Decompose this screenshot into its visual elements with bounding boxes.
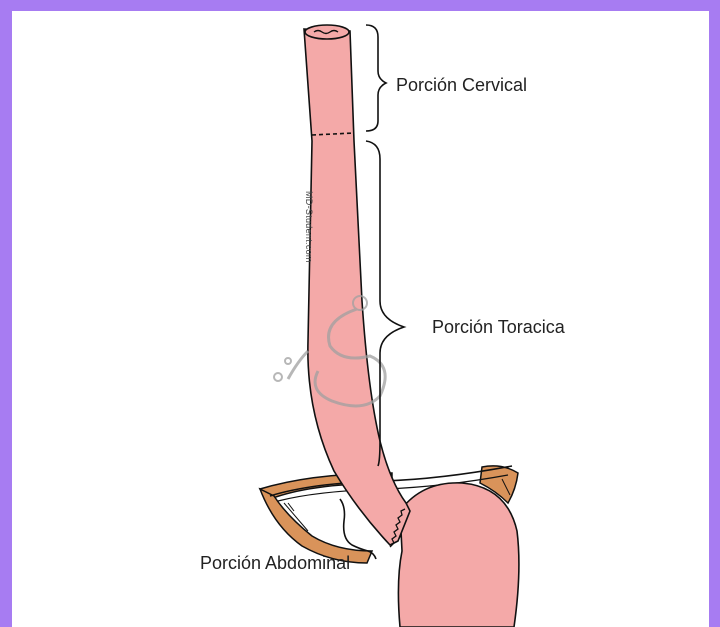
watermark-text: MD-Student.com (304, 191, 314, 263)
label-abdominal: Porción Abdominal (200, 553, 350, 574)
esophagus-opening (305, 25, 349, 39)
esophagus-diagram (12, 11, 709, 627)
label-toracica: Porción Toracica (432, 317, 565, 338)
brace-cervical (366, 25, 386, 131)
diagram-frame: MD-Student.com Porción Cervical Porción … (12, 11, 709, 627)
stomach (398, 483, 519, 627)
label-cervical: Porción Cervical (396, 75, 527, 96)
esophagus (304, 29, 410, 545)
